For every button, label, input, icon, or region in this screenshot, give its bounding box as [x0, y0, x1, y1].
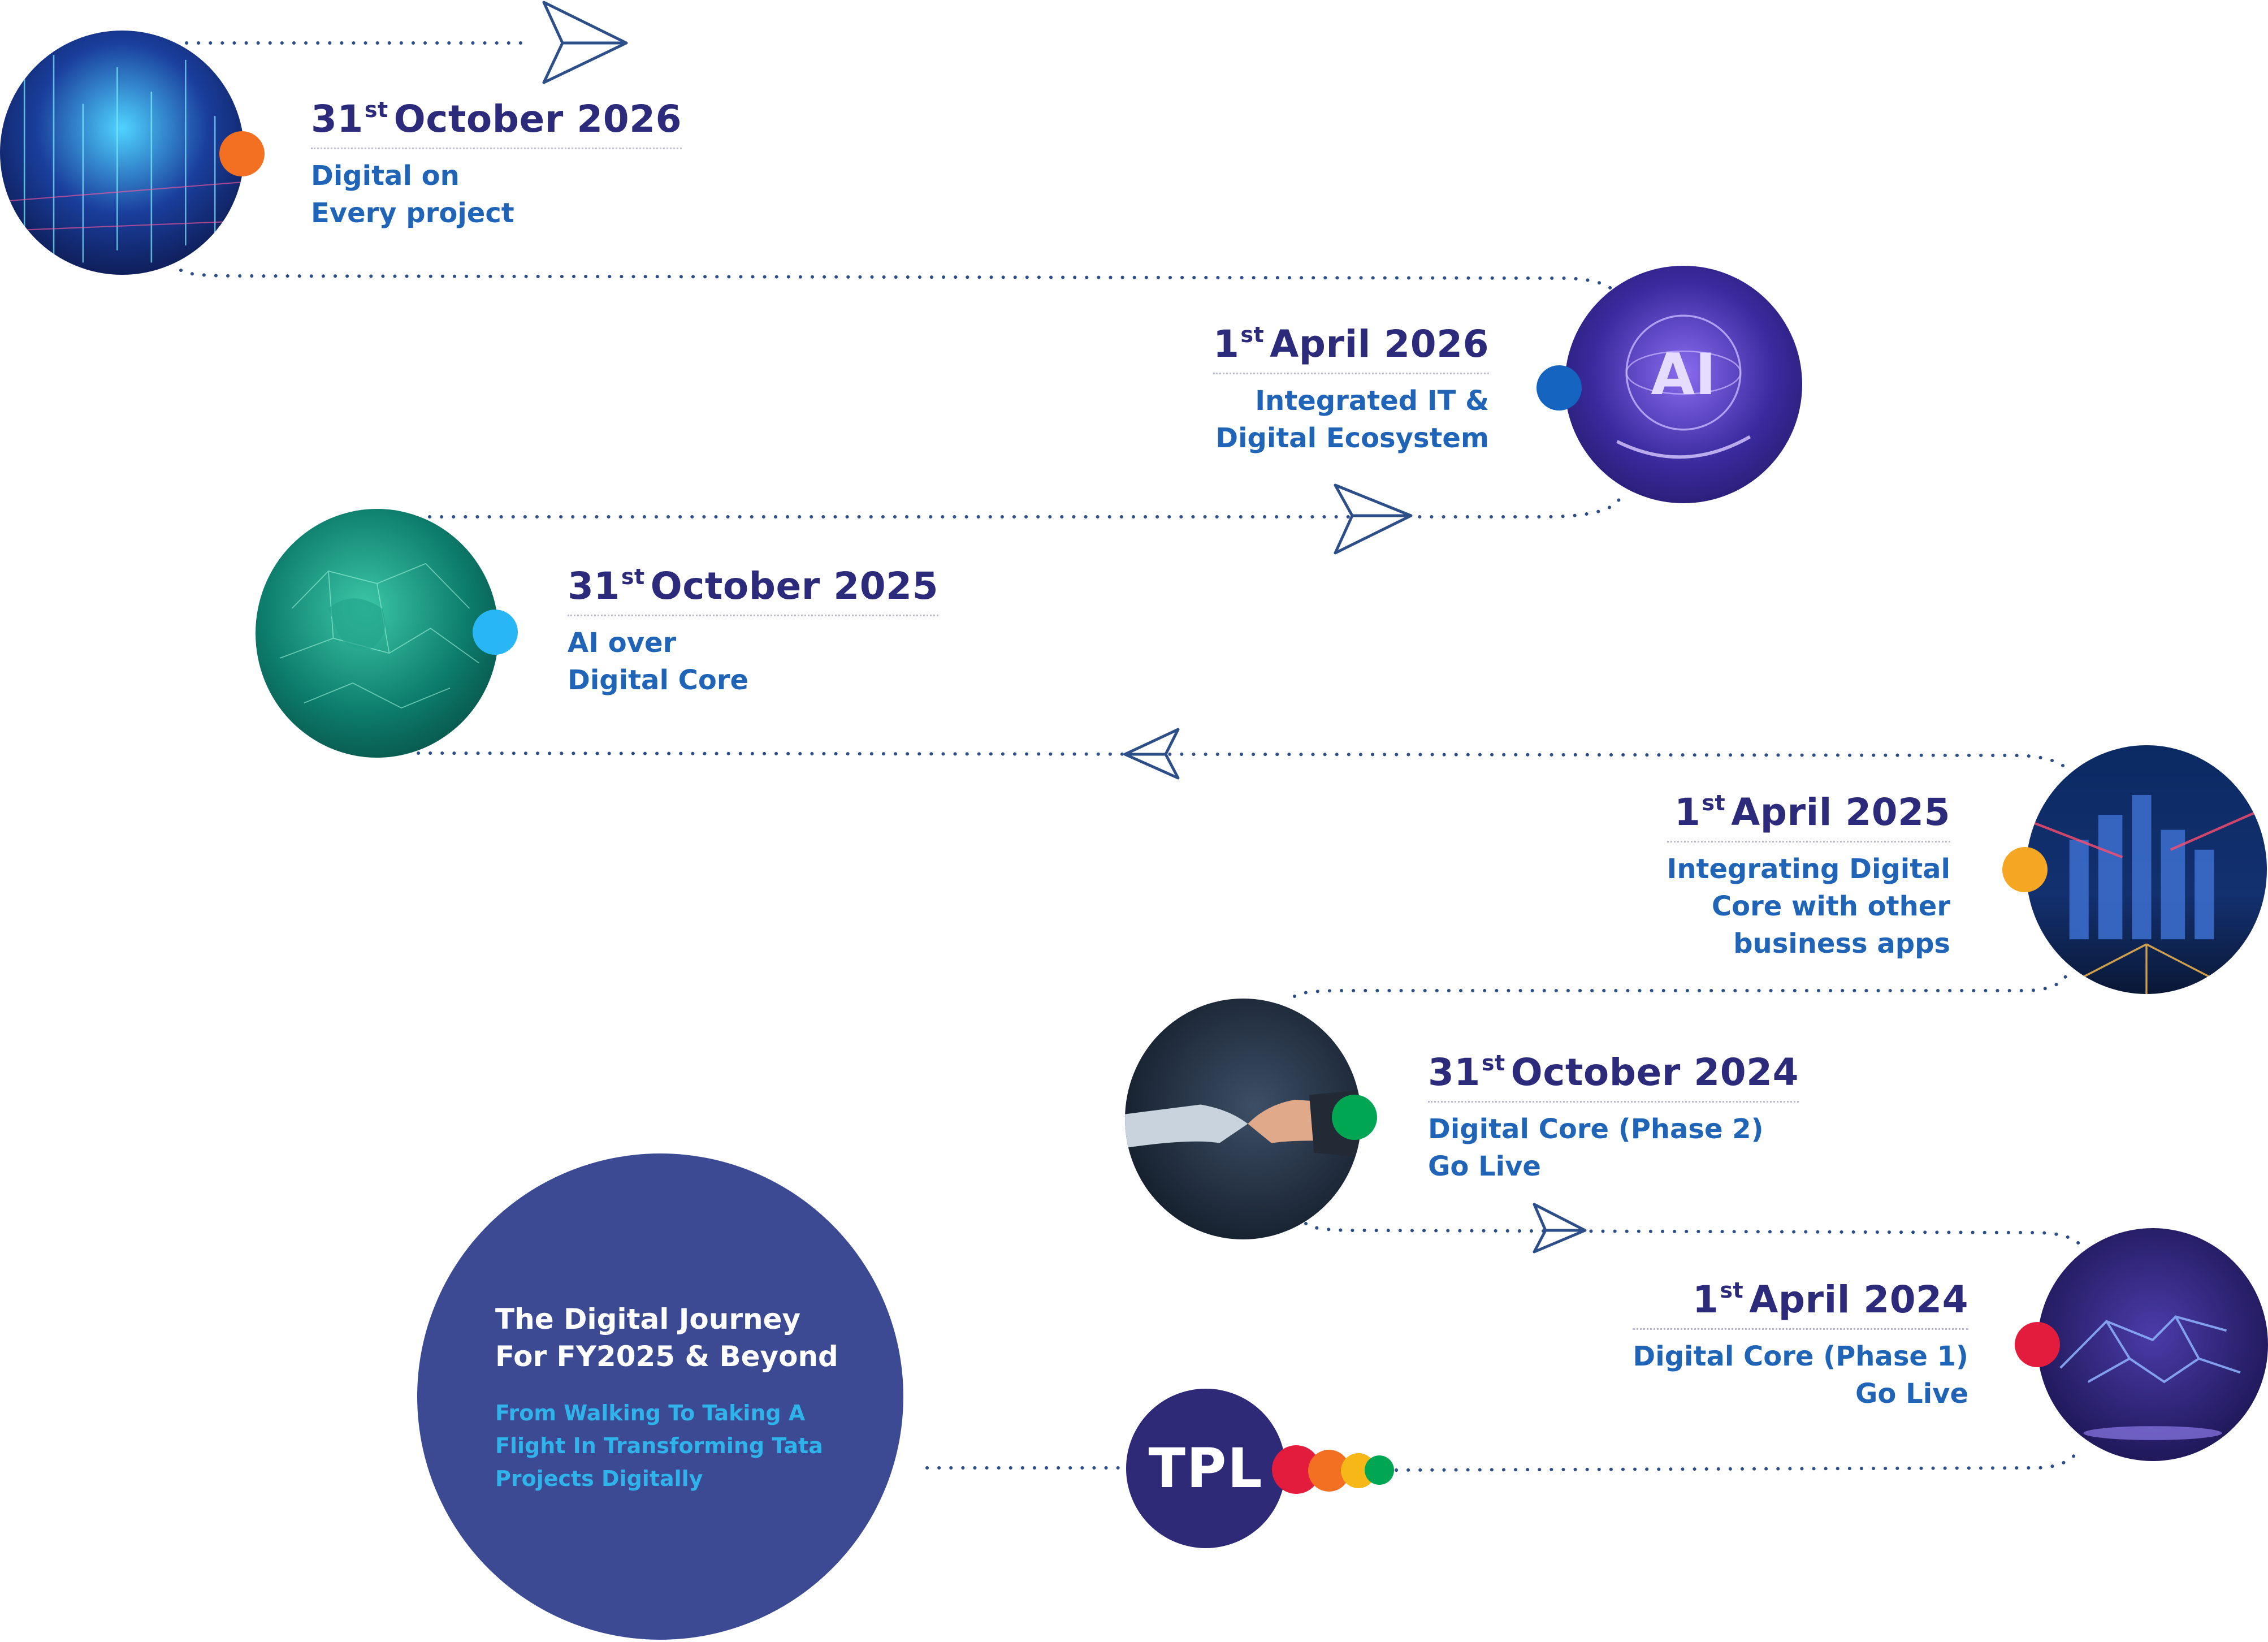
path-segment-5: [1304, 1222, 2085, 1251]
milestone-description: Digital Core (Phase 2)Go Live: [1428, 1113, 1764, 1182]
milestone-dot: [473, 610, 518, 655]
tpl-logo: TPL: [1126, 1389, 1286, 1548]
hero-circle: [417, 1153, 903, 1640]
milestone-dot: [2015, 1322, 2060, 1367]
globe-network-image: [256, 509, 499, 758]
milestone-dot: [2002, 847, 2048, 892]
logo-dot-green: [1365, 1455, 1394, 1485]
hero-title: The Digital Journey For FY2025 & Beyond: [495, 1303, 838, 1373]
path-segment-4: [1293, 973, 2068, 998]
milestone-description: Integrated IT &Digital Ecosystem: [1215, 385, 1489, 454]
robot-handshake-image: [1125, 999, 1361, 1239]
ai-icon-text: AI: [1651, 341, 1716, 408]
milestone-dot: [1332, 1095, 1377, 1140]
ai-hand-image: AI: [1565, 266, 1802, 503]
path-segment-2: [428, 496, 1622, 518]
milestone-dot: [219, 131, 265, 176]
milestone-dot: [1536, 365, 1582, 410]
path-segment-1: [179, 269, 1618, 296]
paper-plane-icon: [1334, 483, 1413, 555]
digital-city-image: [0, 31, 244, 275]
path-segment-3: [417, 751, 2072, 774]
digital-handshake-image: [2037, 1228, 2268, 1461]
path-segment-6: [1395, 1446, 2082, 1472]
paper-plane-icon: [1533, 1203, 1587, 1254]
milestone-description: Digital Core (Phase 1)Go Live: [1633, 1341, 1968, 1410]
hero-subtitle: From Walking To Taking A Flight In Trans…: [495, 1401, 823, 1491]
smart-city-image: [2026, 745, 2267, 994]
